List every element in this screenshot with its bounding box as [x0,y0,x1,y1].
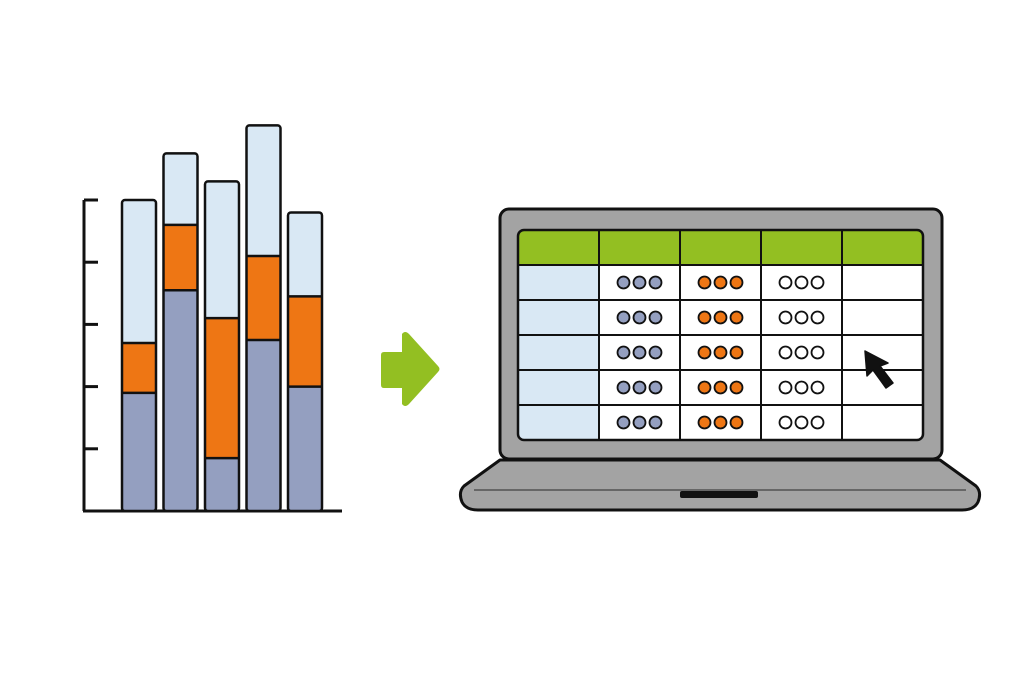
right-arrow-icon [381,332,440,406]
bar-segment-slate [288,386,322,511]
table-cell-dot [729,380,744,395]
table-cell-dot [713,275,728,290]
trackpad-notch [680,491,758,498]
stacked-bar-chart [82,124,342,513]
table-cell-dot [697,275,712,290]
table-cell-dot [810,415,825,430]
table-cell-dot [648,275,663,290]
table-cell-dot [648,310,663,325]
table-cell-dot [794,310,809,325]
table-cell-dot [632,310,647,325]
table-cell-dot [616,415,631,430]
bar-segment-orange [122,343,156,393]
arrow-shape [381,332,440,406]
stacked-bar [286,211,324,513]
table-cell-dot [632,345,647,360]
laptop [458,207,982,512]
table-cell-dot [697,415,712,430]
table-cell-dot [616,310,631,325]
bar-segment-light-blue [205,181,239,319]
table-border [516,228,925,442]
table-cell-dot [778,415,793,430]
bar-outline [203,180,241,513]
table-cell-dot [616,380,631,395]
bar-segment-light-blue [288,212,322,297]
table-cell-dot [729,275,744,290]
bar-segment-light-blue [122,200,156,344]
table-cell-dot [778,310,793,325]
table-cell-dot [697,345,712,360]
table-cell-dot [778,345,793,360]
table-cell-dot [794,345,809,360]
table-cell-dot [616,345,631,360]
table-cell-dot [648,380,663,395]
table-cell-dot [713,415,728,430]
table-cell-dot [616,275,631,290]
bar-segment-slate [246,339,281,511]
bar-segment-slate [122,392,156,511]
bar-segment-light-blue [163,153,198,225]
table-header-row [518,230,923,265]
bar-segment-orange [246,255,281,340]
stacked-bar [120,198,158,513]
spreadsheet-table [516,228,925,442]
bar-outline [245,124,282,513]
table-cell-dot [729,415,744,430]
table-cell-dot [810,380,825,395]
stacked-bar [203,180,241,513]
bar-outline [162,152,199,513]
table-cell-dot [794,415,809,430]
bar-segment-orange [205,318,239,459]
table-cell-dot [648,345,663,360]
table-cell-dot [810,310,825,325]
table-first-column [518,265,599,440]
table-cell-dot [713,310,728,325]
table-cell-dot [729,310,744,325]
laptop-base [458,458,982,512]
table-cell-dot [697,380,712,395]
table-cell-dot [794,380,809,395]
stacked-bar [162,152,199,513]
table-cell-dot [713,345,728,360]
table-cell-dot [778,275,793,290]
table-cell-dot [648,415,663,430]
bar-segment-slate [205,458,239,511]
table-cell-dot [632,275,647,290]
bar-outline [286,211,324,513]
table-cell-dot [632,415,647,430]
stacked-bar [245,124,282,513]
table-cell-dot [697,310,712,325]
bar-segment-orange [288,296,322,387]
bar-segment-orange [163,224,198,291]
table-cell-dot [632,380,647,395]
table-cell-dot [778,380,793,395]
bar-segment-slate [163,290,198,511]
table-cell-dot [810,275,825,290]
table-cell-dot [794,275,809,290]
table-cell-dot [810,345,825,360]
bar-segment-light-blue [246,125,281,256]
bar-outline [120,198,158,513]
mouse-pointer-icon [864,350,894,389]
table-cell-dot [713,380,728,395]
table-cell-dot [729,345,744,360]
